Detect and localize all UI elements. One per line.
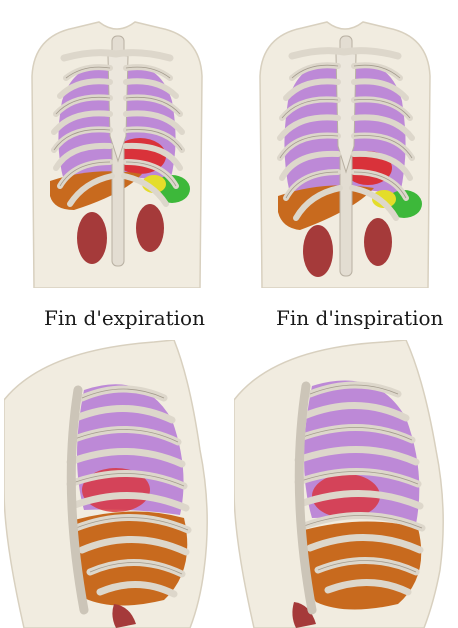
lateral-inspiration-panel xyxy=(234,340,456,628)
left-kidney xyxy=(303,225,333,277)
right-kidney xyxy=(364,218,392,266)
frontal-inspiration-illustration xyxy=(234,6,456,288)
lateral-expiration-panel xyxy=(4,340,230,628)
lateral-expiration-illustration xyxy=(4,340,230,628)
frontal-expiration-illustration xyxy=(4,6,230,288)
right-kidney xyxy=(136,204,164,252)
frontal-expiration-panel xyxy=(4,6,230,288)
clavicles xyxy=(64,53,170,58)
caption-expiration: Fin d'expiration xyxy=(44,306,205,330)
frontal-inspiration-panel xyxy=(234,6,456,288)
clavicles xyxy=(292,51,398,56)
caption-inspiration: Fin d'inspiration xyxy=(276,306,443,330)
left-kidney xyxy=(77,212,107,264)
lateral-inspiration-illustration xyxy=(234,340,456,628)
